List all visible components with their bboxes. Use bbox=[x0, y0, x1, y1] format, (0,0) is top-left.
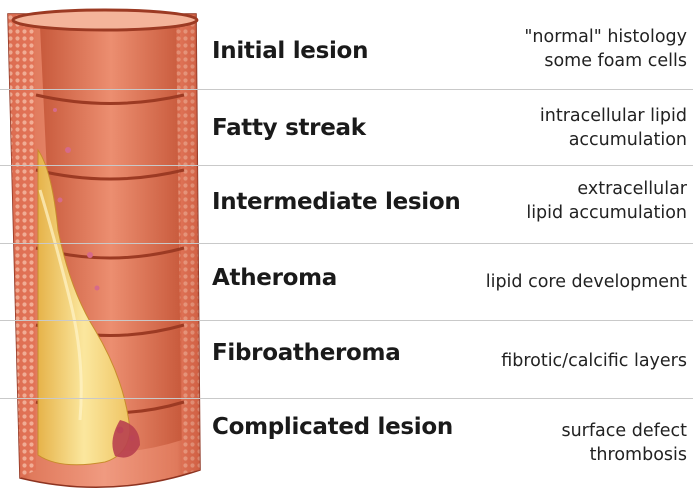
stage-desc-fatty-streak: intracellular lipid accumulation bbox=[437, 104, 687, 152]
stage-divider bbox=[0, 398, 693, 399]
stage-desc-intermediate-lesion: extracellular lipid accumulation bbox=[437, 177, 687, 225]
desc-line: surface defect bbox=[437, 419, 687, 443]
desc-line: thrombosis bbox=[437, 443, 687, 467]
stage-desc-fibroatheroma: fibrotic/calcific layers bbox=[437, 349, 687, 373]
stage-title-atheroma: Atheroma bbox=[212, 265, 337, 291]
wall-cell-layer bbox=[8, 14, 36, 478]
stage-divider bbox=[0, 89, 693, 90]
stage-divider bbox=[0, 165, 693, 166]
stage-title-initial-lesion: Initial lesion bbox=[212, 38, 368, 64]
stage-desc-complicated-lesion: surface defect thrombosis bbox=[437, 419, 687, 467]
desc-line: fibrotic/calcific layers bbox=[437, 349, 687, 373]
stage-title-intermediate-lesion: Intermediate lesion bbox=[212, 189, 460, 215]
stage-desc-atheroma: lipid core development bbox=[437, 270, 687, 294]
desc-line: intracellular lipid bbox=[437, 104, 687, 128]
stage-title-fatty-streak: Fatty streak bbox=[212, 115, 366, 141]
stage-title-fibroatheroma: Fibroatheroma bbox=[212, 340, 400, 366]
artery-illustration bbox=[0, 0, 210, 501]
desc-line: "normal" histology bbox=[437, 25, 687, 49]
stage-desc-initial-lesion: "normal" histology some foam cells bbox=[437, 25, 687, 73]
desc-line: lipid accumulation bbox=[437, 201, 687, 225]
desc-line: extracellular bbox=[437, 177, 687, 201]
stage-divider bbox=[0, 320, 693, 321]
desc-line: accumulation bbox=[437, 128, 687, 152]
stage-divider bbox=[0, 243, 693, 244]
stage-title-complicated-lesion: Complicated lesion bbox=[212, 414, 453, 440]
desc-line: lipid core development bbox=[437, 270, 687, 294]
desc-line: some foam cells bbox=[437, 49, 687, 73]
